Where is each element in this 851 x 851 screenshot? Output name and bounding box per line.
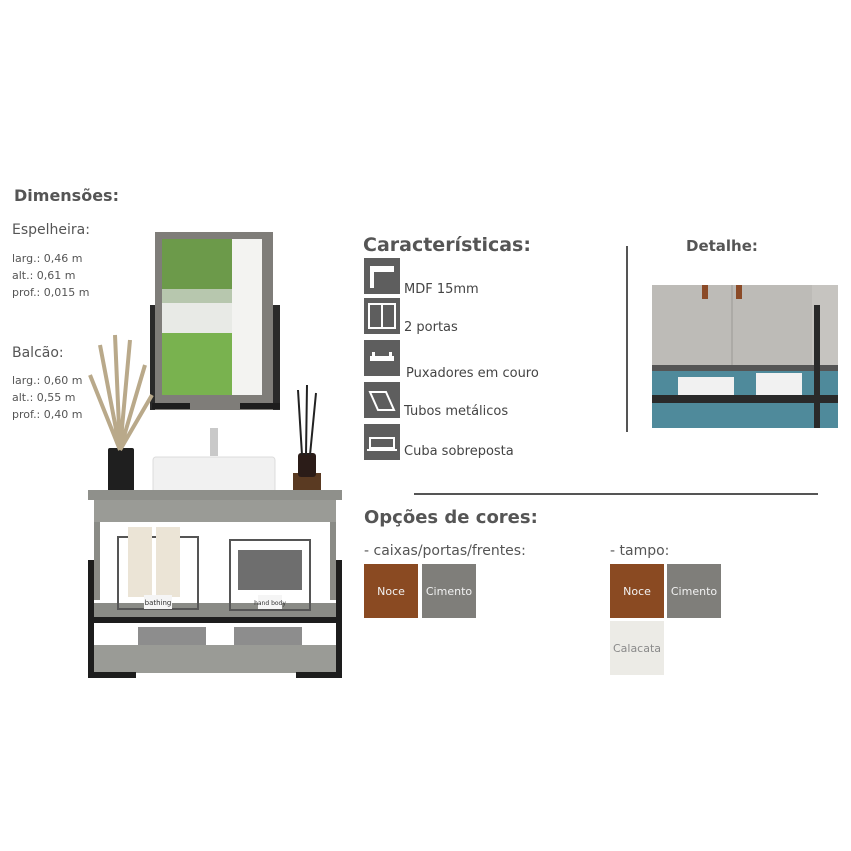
plant-vase	[88, 334, 154, 492]
swatch-top-calacata[interactable]: Calacata	[610, 621, 664, 675]
swatch-top-cimento[interactable]: Cimento	[667, 564, 721, 618]
swatch-top-noce[interactable]: Noce	[610, 564, 664, 618]
vanity-counter	[88, 490, 342, 678]
basket-left-label: bathing	[145, 599, 172, 607]
counter-height: alt.: 0,55 m	[12, 391, 76, 404]
feature-handles: Puxadores em couro	[406, 366, 539, 381]
dimensions-title: Dimensões:	[14, 186, 119, 205]
basket-right: hand body	[229, 539, 311, 611]
feature-basin: Cuba sobreposta	[404, 444, 514, 459]
two-doors-icon	[364, 298, 400, 334]
faucet	[210, 428, 218, 456]
colors-title: Opções de cores:	[364, 507, 538, 528]
body-colors-label: - caixas/portas/frentes:	[364, 543, 526, 559]
basin-icon	[364, 424, 400, 460]
mirror-label: Espelheira:	[12, 222, 90, 238]
mirror-depth: prof.: 0,015 m	[12, 286, 90, 299]
metal-tube-icon	[364, 382, 400, 418]
detail-image	[652, 285, 838, 428]
mirror-height: alt.: 0,61 m	[12, 269, 76, 282]
basket-right-label: hand body	[254, 600, 286, 607]
swatch-body-noce[interactable]: Noce	[364, 564, 418, 618]
counter-label: Balcão:	[12, 345, 64, 361]
feature-tubes: Tubos metálicos	[404, 404, 509, 419]
vertical-divider	[626, 246, 628, 432]
towel-stack-left	[138, 627, 206, 645]
horizontal-divider	[414, 493, 818, 495]
towel-stack-right	[234, 627, 302, 645]
basket-left: bathing	[117, 527, 199, 610]
mirror-width: larg.: 0,46 m	[12, 252, 83, 265]
basin	[152, 456, 276, 494]
feature-doors: 2 portas	[404, 320, 458, 335]
counter-width: larg.: 0,60 m	[12, 374, 83, 387]
counter-depth: prof.: 0,40 m	[12, 408, 83, 421]
features-title: Características:	[363, 234, 531, 256]
leather-handle-icon	[364, 340, 400, 376]
mirror-dimensions: larg.: 0,46 m alt.: 0,61 m prof.: 0,015 …	[12, 250, 89, 301]
mirror-image	[150, 232, 280, 410]
mdf-board-icon	[364, 258, 400, 294]
counter-dimensions: larg.: 0,60 m alt.: 0,55 m prof.: 0,40 m	[12, 372, 83, 423]
top-colors-label: - tampo:	[610, 543, 670, 559]
product-illustration: bathing hand body	[88, 232, 342, 678]
diffuser	[293, 384, 321, 491]
feature-mdf: MDF 15mm	[404, 282, 479, 297]
swatch-body-cimento[interactable]: Cimento	[422, 564, 476, 618]
detail-title: Detalhe:	[686, 237, 758, 255]
